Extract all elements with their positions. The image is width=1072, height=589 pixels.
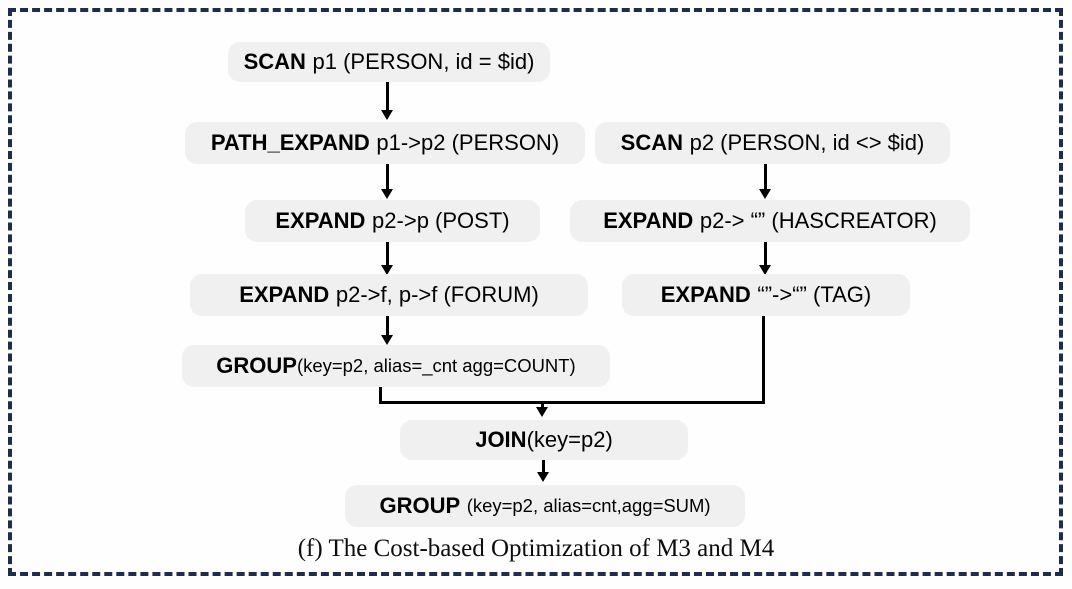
node-expand-forum-op: EXPAND xyxy=(239,282,330,307)
edge-expand-post-to-expand-forum xyxy=(386,242,389,270)
node-expand-post-op: EXPAND xyxy=(275,208,366,233)
node-group-sum-op: GROUP xyxy=(379,493,461,518)
node-join-args: (key=p2) xyxy=(526,427,613,452)
edge-path-expand-to-expand-post xyxy=(386,164,389,194)
node-group-count[interactable]: GROUP(key=p2, alias=_cnt agg=COUNT) xyxy=(182,345,610,387)
node-scan-p1-op: SCAN xyxy=(243,49,306,74)
node-expand-forum-args: p2->f, p->f (FORUM) xyxy=(335,282,539,307)
edge-merge-to-join xyxy=(541,401,544,411)
edge-expand-hascreator-to-expand-tag xyxy=(764,242,767,270)
edge-expand-forum-to-group-count xyxy=(386,316,389,338)
node-expand-post-args: p2->p (POST) xyxy=(372,208,510,233)
node-expand-tag[interactable]: EXPAND“”->“” (TAG) xyxy=(622,274,910,316)
node-expand-tag-args: “”->“” (TAG) xyxy=(757,282,872,307)
edge-group-count-drop xyxy=(379,387,382,404)
node-expand-hascreator-op: EXPAND xyxy=(603,208,694,233)
edge-arrowhead-expand-hascreator xyxy=(759,189,771,199)
figure-dashed-border xyxy=(8,8,1063,576)
edge-arrowhead-group-count xyxy=(381,335,393,345)
edge-arrowhead-join xyxy=(536,407,548,417)
node-expand-tag-op: EXPAND xyxy=(660,282,751,307)
node-scan-p1-args: p1 (PERSON, id = $id) xyxy=(312,49,535,74)
edge-arrowhead-expand-post xyxy=(381,189,393,199)
node-expand-hascreator-args: p2-> “” (HASCREATOR) xyxy=(699,208,937,233)
node-group-sum-args: (key=p2, alias=cnt,agg=SUM) xyxy=(466,495,711,516)
edge-arrowhead-expand-tag xyxy=(759,265,771,275)
node-group-count-op: GROUP xyxy=(216,353,297,378)
edge-arrowhead-expand-forum xyxy=(381,265,393,275)
node-scan-p2-args: p2 (PERSON, id <> $id) xyxy=(689,130,925,155)
node-scan-p2-op: SCAN xyxy=(620,130,683,155)
node-path-expand-op: PATH_EXPAND xyxy=(210,130,370,155)
node-group-count-args: (key=p2, alias=_cnt agg=COUNT) xyxy=(296,355,576,376)
node-group-sum[interactable]: GROUP(key=p2, alias=cnt,agg=SUM) xyxy=(345,485,745,527)
edge-arrowhead-path-expand xyxy=(381,110,393,120)
edge-expand-tag-drop xyxy=(762,316,765,404)
edge-scan-p1-to-path-expand xyxy=(386,82,389,114)
figure-caption: (f) The Cost-based Optimization of M3 an… xyxy=(297,535,775,562)
node-join[interactable]: JOIN(key=p2) xyxy=(400,420,688,460)
edge-join-to-group-sum xyxy=(542,460,545,476)
edge-arrowhead-group-sum xyxy=(537,472,549,482)
node-path-expand-args: p1->p2 (PERSON) xyxy=(376,130,560,155)
edge-merge-bar xyxy=(379,401,765,404)
edge-scan-p2-to-expand-hascreator xyxy=(764,164,767,194)
node-join-op: JOIN xyxy=(475,427,527,452)
